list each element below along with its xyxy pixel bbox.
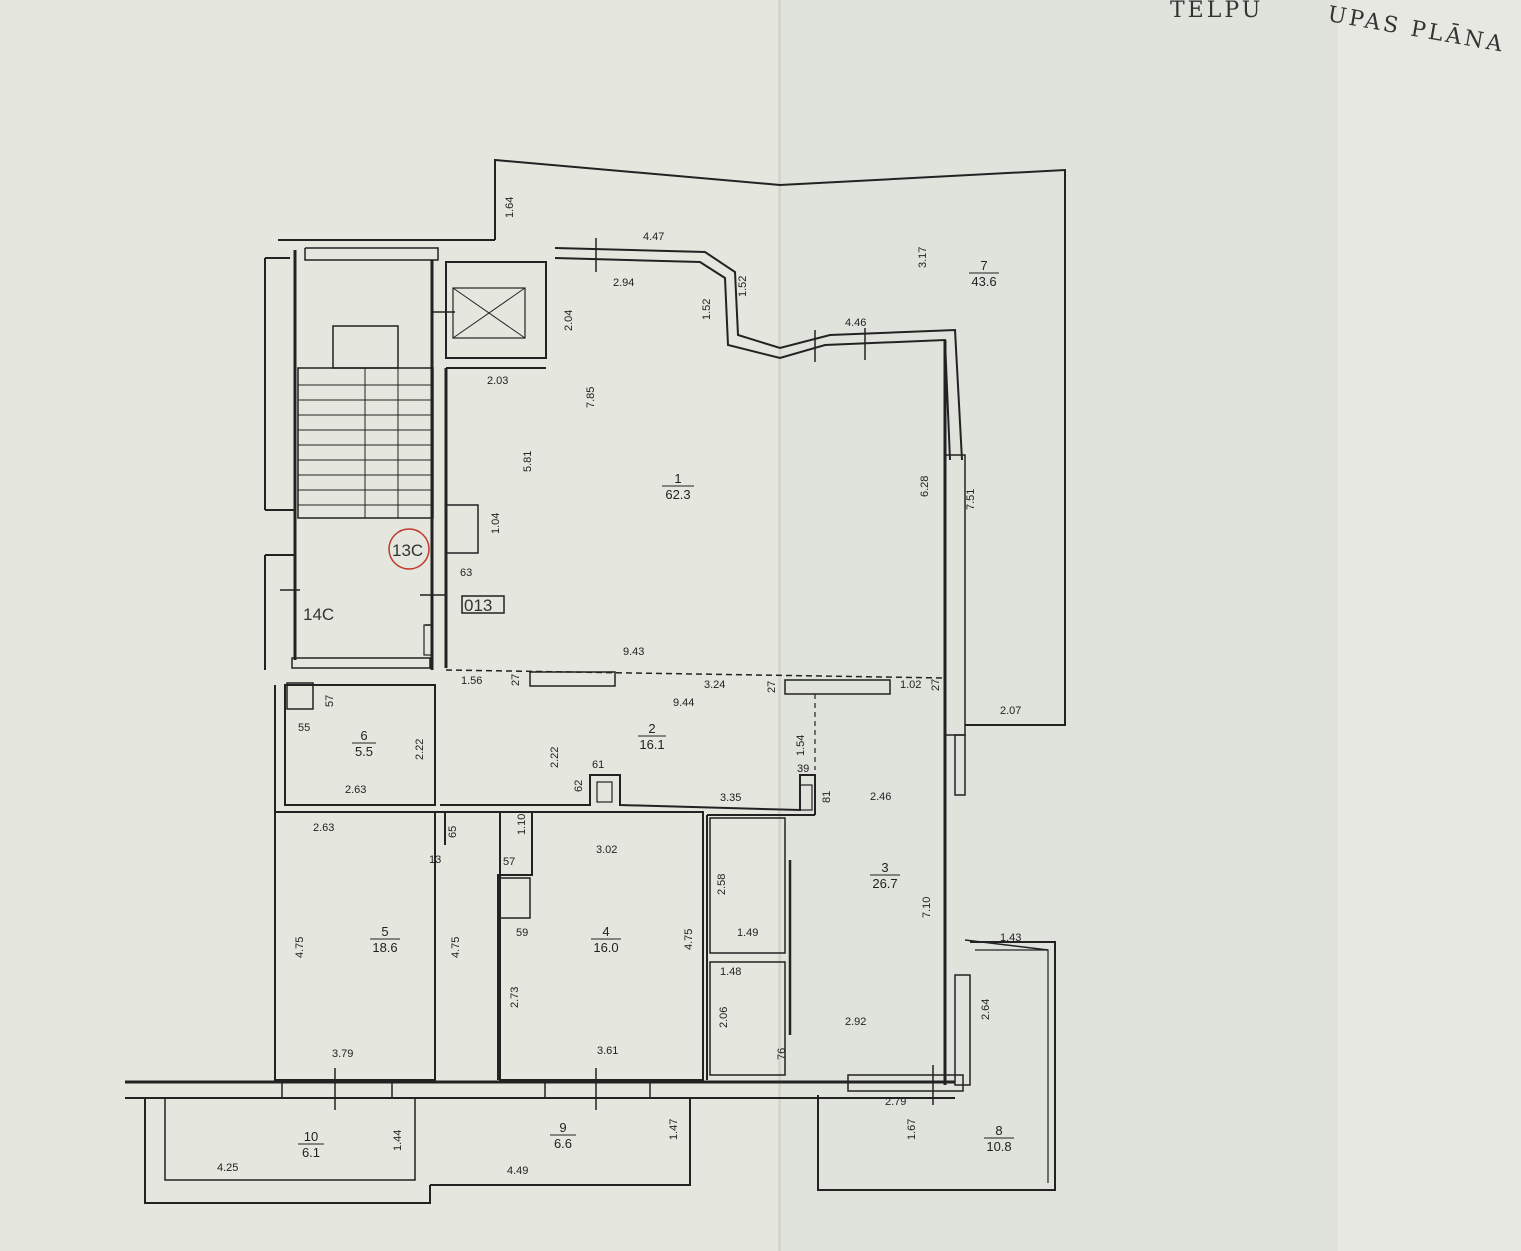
dim-label: 4.47 — [643, 231, 664, 243]
dim-label: 7.85 — [585, 387, 597, 408]
paper-fold — [778, 0, 781, 1251]
dim-label: 1.49 — [737, 927, 758, 939]
room-2-area: 16.1 — [639, 737, 664, 752]
room-10-number: 10 — [304, 1129, 318, 1144]
dim-label: 6.28 — [919, 476, 931, 497]
dim-label: 2.58 — [716, 874, 728, 895]
dim-label: 2.03 — [487, 375, 508, 387]
title-left: TELPU — [1170, 0, 1264, 23]
room-2-number: 2 — [648, 721, 655, 736]
dim-label: 2.92 — [845, 1016, 866, 1028]
dim-label: 2.22 — [414, 739, 426, 760]
entrance-code-box — [461, 595, 505, 614]
paper-right-sheet — [780, 0, 1340, 1251]
dim-label: 2.79 — [885, 1096, 906, 1108]
paper-left-sheet — [0, 0, 780, 1251]
dim-label: 2.46 — [870, 791, 891, 803]
dim-label: 62 — [573, 780, 585, 792]
dim-label: 1.10 — [516, 814, 528, 835]
dim-label: 1.52 — [701, 299, 713, 320]
room-5-number: 5 — [381, 924, 388, 939]
room-6-number: 6 — [360, 728, 367, 743]
dim-label: 4.75 — [683, 929, 695, 950]
room-9-number: 9 — [559, 1120, 566, 1135]
dim-label: 9.43 — [623, 646, 644, 658]
dim-label: 3.24 — [704, 679, 725, 691]
room-3-number: 3 — [881, 860, 888, 875]
room-3-area: 26.7 — [872, 876, 897, 891]
dim-label: 3.17 — [917, 247, 929, 268]
dim-label: 1.04 — [490, 513, 502, 534]
dim-label: 7.51 — [965, 489, 977, 510]
dim-label: 2.22 — [549, 747, 561, 768]
dim-label: 4.49 — [507, 1165, 528, 1177]
room-1-number: 1 — [674, 471, 681, 486]
dim-label: 3.02 — [596, 844, 617, 856]
room-7-area: 43.6 — [971, 274, 996, 289]
paper-edge — [1338, 0, 1521, 1251]
dim-label: 4.46 — [845, 317, 866, 329]
dim-label: 57 — [324, 695, 336, 707]
dim-label: 1.47 — [668, 1119, 680, 1140]
room-7-number: 7 — [980, 258, 987, 273]
dim-label: 1.64 — [504, 197, 516, 218]
dim-label: 39 — [797, 763, 809, 775]
room-8-number: 8 — [995, 1123, 1002, 1138]
dim-label: 4.25 — [217, 1162, 238, 1174]
dim-label: 3.61 — [597, 1045, 618, 1057]
dim-label: 1.56 — [461, 675, 482, 687]
dim-label: 5.81 — [522, 451, 534, 472]
room-9-area: 6.6 — [554, 1136, 572, 1151]
label-14c: 14C — [303, 605, 334, 624]
dim-label: 27 — [766, 681, 778, 693]
dim-label: 3.35 — [720, 792, 741, 804]
room-1-area: 62.3 — [665, 487, 690, 502]
dim-label: 2.04 — [563, 310, 575, 331]
dim-label: 2.63 — [345, 784, 366, 796]
room-labels: 1 62.3 2 16.1 3 26.7 4 16.0 5 18.6 6 5.5… — [298, 258, 1014, 1160]
dim-label: 1.43 — [1000, 932, 1021, 944]
room-8-area: 10.8 — [986, 1139, 1011, 1154]
dim-label: 1.54 — [795, 735, 807, 756]
dim-label: 2.73 — [509, 987, 521, 1008]
room-4-area: 16.0 — [593, 940, 618, 955]
room-10-area: 6.1 — [302, 1145, 320, 1160]
dim-label: 3.79 — [332, 1048, 353, 1060]
stair-steps — [298, 368, 433, 518]
dim-label: 4.75 — [450, 937, 462, 958]
dim-label: 4.75 — [294, 937, 306, 958]
dim-label: 2.63 — [313, 822, 334, 834]
walls — [125, 158, 1066, 1204]
dim-label: 9.44 — [673, 697, 694, 709]
dim-label: 55 — [298, 722, 310, 734]
dim-label: 81 — [821, 791, 833, 803]
dim-label: 2.94 — [613, 277, 634, 289]
dim-label: 7.10 — [921, 897, 933, 918]
dim-label: 1.52 — [737, 276, 749, 297]
room-5-area: 18.6 — [372, 940, 397, 955]
dim-label: 1.02 — [900, 679, 921, 691]
dim-label: 1.48 — [720, 966, 741, 978]
stair-marker-circle — [388, 528, 430, 570]
dim-label: 76 — [776, 1048, 788, 1060]
room-6-area: 5.5 — [355, 744, 373, 759]
dim-label: 27 — [510, 674, 522, 686]
label-13c: 13C — [392, 541, 423, 560]
dim-label: 1.44 — [392, 1130, 404, 1151]
dim-label: 63 — [460, 567, 472, 579]
dim-label: 13 — [429, 854, 441, 866]
room-4-number: 4 — [602, 924, 609, 939]
dim-label: 2.07 — [1000, 705, 1021, 717]
label-entrance-code: 013 — [464, 596, 492, 615]
dim-label: 59 — [516, 927, 528, 939]
dim-label: 1.67 — [906, 1119, 918, 1140]
dim-label: 27 — [930, 679, 942, 691]
dim-label: 65 — [447, 826, 459, 838]
dim-label: 57 — [503, 856, 515, 868]
dim-label: 2.64 — [980, 999, 992, 1020]
dimension-labels: 1.64 4.47 2.94 1.52 1.52 3.17 2.04 4.46 … — [217, 197, 1021, 1177]
dim-label: 61 — [592, 759, 604, 771]
dim-label: 2.06 — [718, 1007, 730, 1028]
